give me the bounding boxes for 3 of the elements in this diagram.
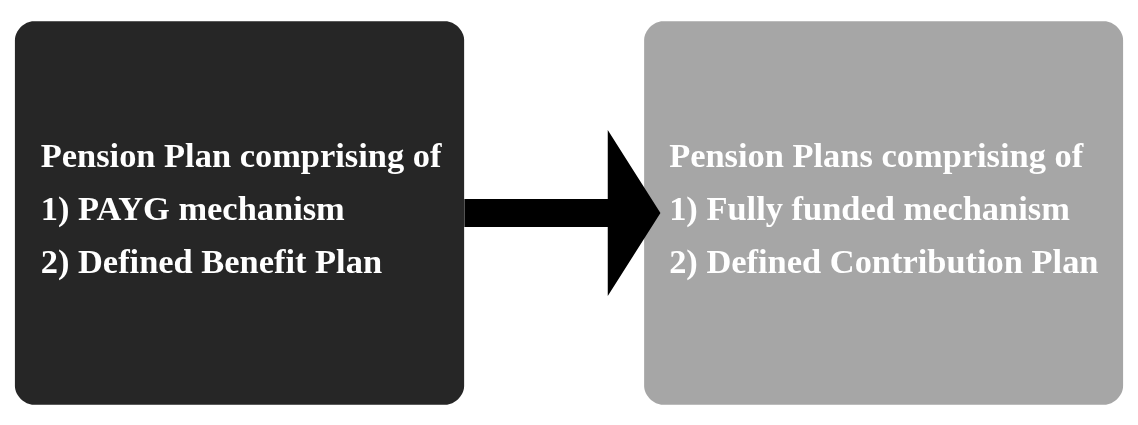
node-box: Pension Plan comprising of 1) PAYG mechanism 2) Defined Benefit Plan: [14, 20, 465, 405]
node-box: Pension Plans comprising of 1) Fully funded mechanism 2) Defined Contribution Plan: [644, 20, 1124, 405]
arrow: [464, 129, 661, 296]
